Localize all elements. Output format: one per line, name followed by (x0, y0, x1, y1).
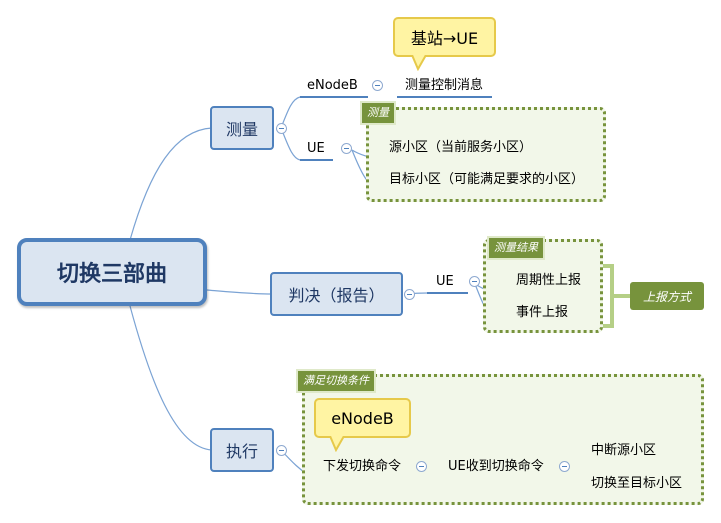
collapse-icon[interactable] (416, 461, 427, 472)
callout-pointer (329, 436, 345, 452)
boundary-label-handover-condition: 满足切换条件 (296, 369, 376, 393)
topic-decide[interactable]: 判决（报告） (270, 272, 403, 316)
subtopic-interrupt-source[interactable]: 中断源小区 (591, 443, 657, 458)
subtopic-ue-measure[interactable]: UE (307, 141, 325, 156)
callout-pointer (411, 55, 427, 71)
collapse-icon[interactable] (404, 289, 415, 300)
root-topic[interactable]: 切换三部曲 (17, 238, 207, 306)
collapse-icon[interactable] (372, 80, 383, 91)
collapse-icon[interactable] (341, 143, 352, 154)
subtopic-source-cell[interactable]: 源小区（当前服务小区） (389, 140, 533, 155)
topic-measure[interactable]: 测量 (210, 106, 274, 150)
boundary-label-measure-result: 测量结果 (487, 236, 545, 260)
collapse-icon[interactable] (559, 461, 570, 472)
topic-execute[interactable]: 执行 (210, 428, 274, 472)
callout-base-to-ue[interactable]: 基站→UE (393, 17, 496, 57)
boundary-label-measure: 测量 (360, 101, 396, 125)
subtopic-switch-target[interactable]: 切换至目标小区 (591, 476, 683, 491)
subtopic-enodeb[interactable]: eNodeB (307, 78, 358, 93)
summary-report-mode[interactable]: 上报方式 (630, 282, 704, 310)
subtopic-event-report[interactable]: 事件上报 (516, 305, 569, 320)
subtopic-periodic-report[interactable]: 周期性上报 (516, 273, 582, 288)
collapse-icon[interactable] (469, 276, 480, 287)
subtopic-measure-control-msg[interactable]: 测量控制消息 (405, 78, 484, 93)
subtopic-target-cell[interactable]: 目标小区（可能满足要求的小区） (389, 172, 585, 187)
callout-enodeb[interactable]: eNodeB (314, 398, 411, 438)
subtopic-send-handover-cmd[interactable]: 下发切换命令 (323, 459, 402, 474)
boundary-measure (366, 107, 606, 202)
collapse-icon[interactable] (276, 445, 287, 456)
collapse-icon[interactable] (276, 123, 287, 134)
subtopic-ue-decide[interactable]: UE (436, 274, 454, 289)
subtopic-ue-receive-cmd[interactable]: UE收到切换命令 (448, 459, 544, 474)
boundary-handover-condition (302, 374, 704, 505)
